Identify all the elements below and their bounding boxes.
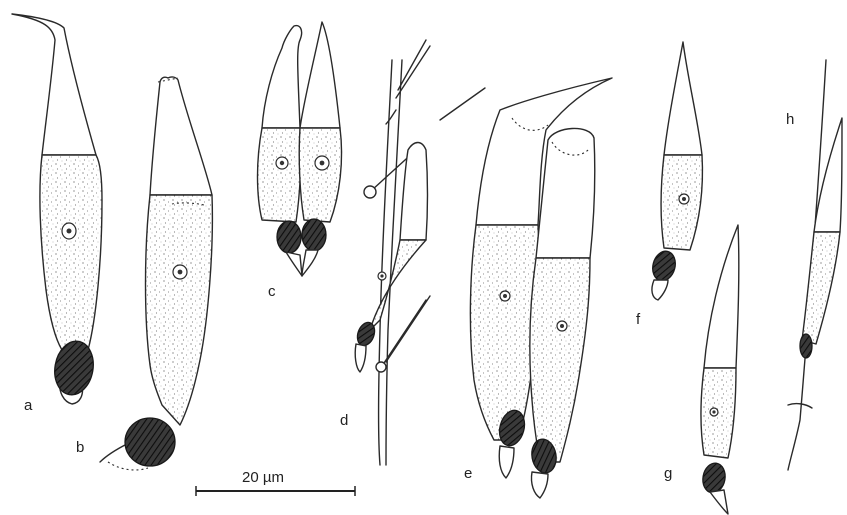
scale-bar-label: 20 µm [242,469,284,486]
specimen-f [649,42,702,300]
label-f: f [636,311,641,328]
label-b: b [76,439,84,456]
specimen-b [100,77,212,470]
label-d: d [340,412,348,429]
specimen-e [470,78,612,498]
specimen-c [258,22,342,276]
specimen-h [788,60,842,470]
label-g: g [664,465,672,482]
label-e: e [464,465,472,482]
specimen-d [354,40,485,465]
label-h: h [786,111,794,128]
specimen-a [12,14,102,404]
label-a: a [24,397,33,414]
specimen-g [701,225,739,514]
label-c: c [268,283,276,300]
scale-bar [196,486,355,496]
